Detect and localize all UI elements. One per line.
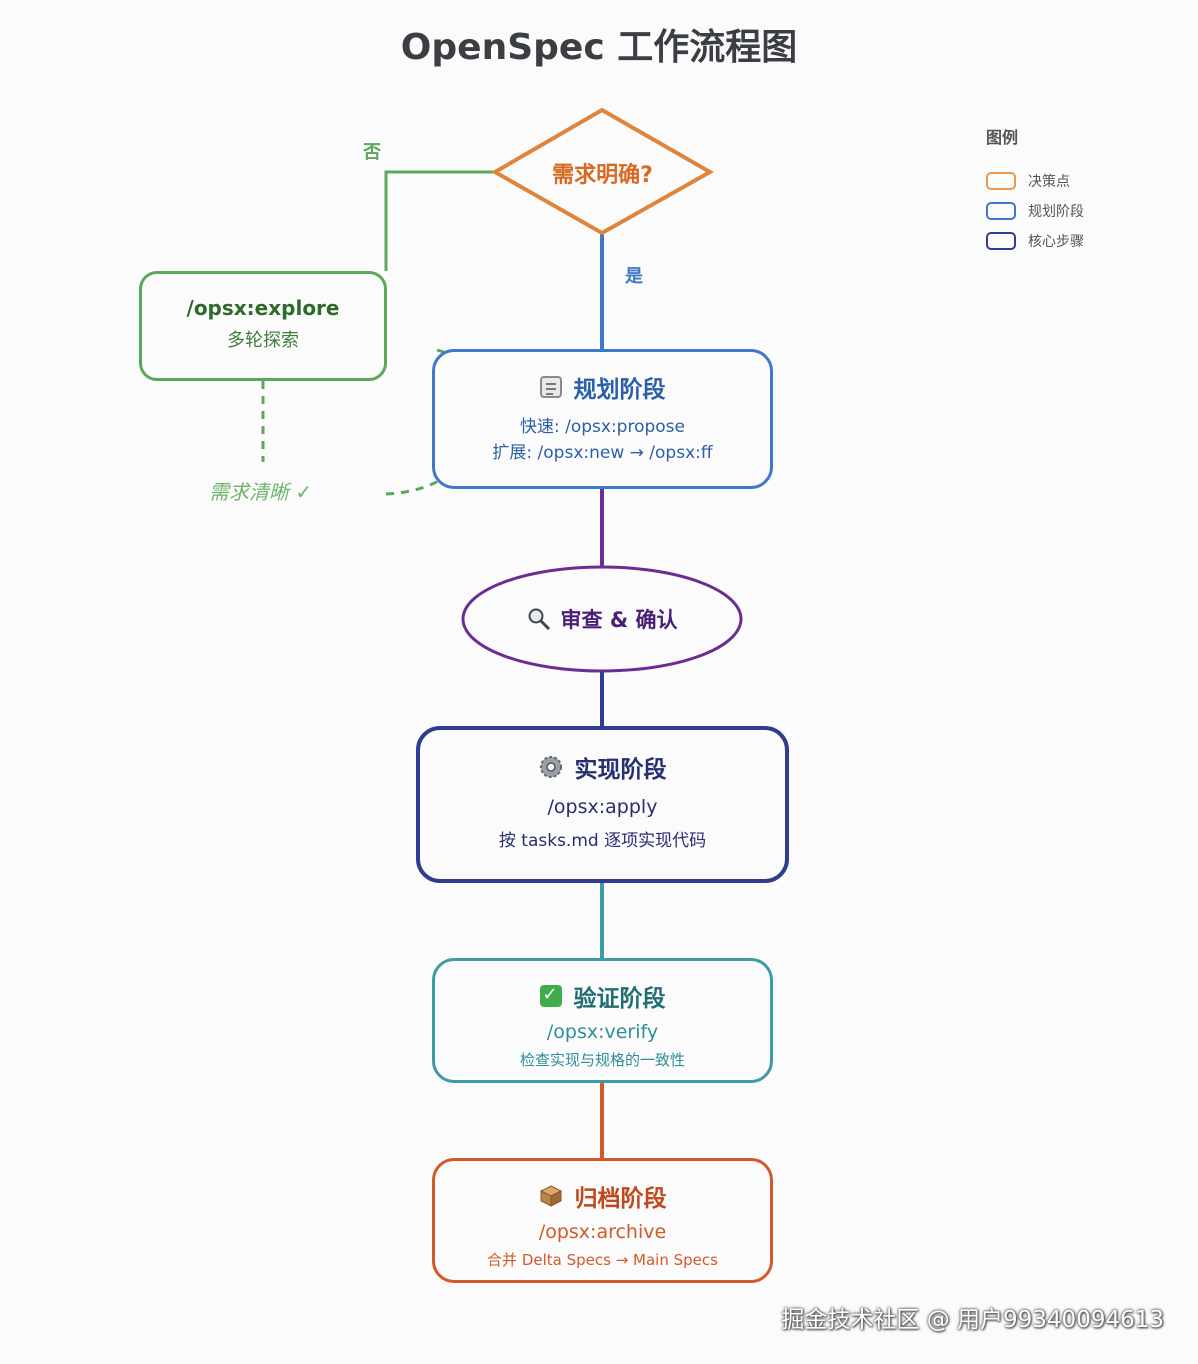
archive-title: 归档阶段 bbox=[574, 1186, 667, 1212]
decision-label: 需求明确? bbox=[552, 163, 653, 188]
plan-line-extended: 扩展: /opsx:new → /opsx:ff bbox=[492, 443, 713, 463]
review-ellipse bbox=[461, 565, 743, 673]
explore-node: /opsx:explore 多轮探索 bbox=[139, 271, 387, 381]
watermark: 掘金技术社区 @ 用户99340094613 bbox=[781, 1307, 1164, 1333]
legend-label: 规划阶段 bbox=[1028, 204, 1084, 220]
return-label: 需求清晰 ✓ bbox=[209, 480, 313, 504]
verify-description: 检查实现与规格的一致性 bbox=[519, 1051, 685, 1069]
verify-command: /opsx:verify bbox=[546, 1021, 659, 1043]
legend-swatch bbox=[986, 202, 1016, 220]
verify-node: ✓ 验证阶段 /opsx:verify 检查实现与规格的一致性 bbox=[432, 958, 773, 1083]
review-node: 审查 & 确认 bbox=[463, 604, 741, 634]
legend-swatch bbox=[986, 232, 1016, 250]
legend: 图例 决策点 规划阶段 核心步骤 bbox=[986, 124, 1084, 256]
plan-title: 规划阶段 bbox=[573, 377, 666, 403]
implement-title: 实现阶段 bbox=[574, 757, 667, 783]
archive-command: /opsx:archive bbox=[538, 1221, 667, 1243]
clipboard-icon bbox=[539, 376, 562, 398]
no-connector bbox=[384, 170, 495, 271]
legend-item-plan: 规划阶段 bbox=[986, 196, 1084, 226]
plan-line-quick: 快速: /opsx:propose bbox=[519, 417, 685, 437]
gear-icon bbox=[539, 756, 562, 778]
decision-diamond bbox=[490, 107, 715, 236]
explore-description: 多轮探索 bbox=[227, 330, 299, 351]
legend-label: 核心步骤 bbox=[1028, 234, 1084, 250]
page-title: OpenSpec 工作流程图 bbox=[400, 27, 798, 68]
explore-command: /opsx:explore bbox=[186, 296, 340, 320]
legend-item-core: 核心步骤 bbox=[986, 226, 1084, 256]
package-icon bbox=[539, 1185, 562, 1207]
no-label: 否 bbox=[363, 142, 381, 163]
archive-node: 归档阶段 /opsx:archive 合并 Delta Specs → Main… bbox=[432, 1158, 773, 1283]
implement-command: /opsx:apply bbox=[547, 796, 658, 818]
implement-node: 实现阶段 /opsx:apply 按 tasks.md 逐项实现代码 bbox=[416, 726, 789, 883]
archive-description: 合并 Delta Specs → Main Specs bbox=[487, 1251, 718, 1269]
review-title: 审查 & 确认 bbox=[560, 608, 678, 632]
legend-item-decision: 决策点 bbox=[986, 166, 1084, 196]
verify-title: 验证阶段 bbox=[573, 986, 666, 1012]
legend-label: 决策点 bbox=[1028, 174, 1070, 190]
plan-node: 规划阶段 快速: /opsx:propose 扩展: /opsx:new → /… bbox=[432, 349, 773, 489]
implement-description: 按 tasks.md 逐项实现代码 bbox=[498, 831, 707, 851]
checkmark-icon: ✓ bbox=[539, 984, 562, 1007]
legend-swatch bbox=[986, 172, 1016, 190]
magnifier-icon bbox=[528, 608, 550, 631]
legend-title: 图例 bbox=[986, 128, 1019, 147]
yes-label: 是 bbox=[625, 266, 643, 287]
